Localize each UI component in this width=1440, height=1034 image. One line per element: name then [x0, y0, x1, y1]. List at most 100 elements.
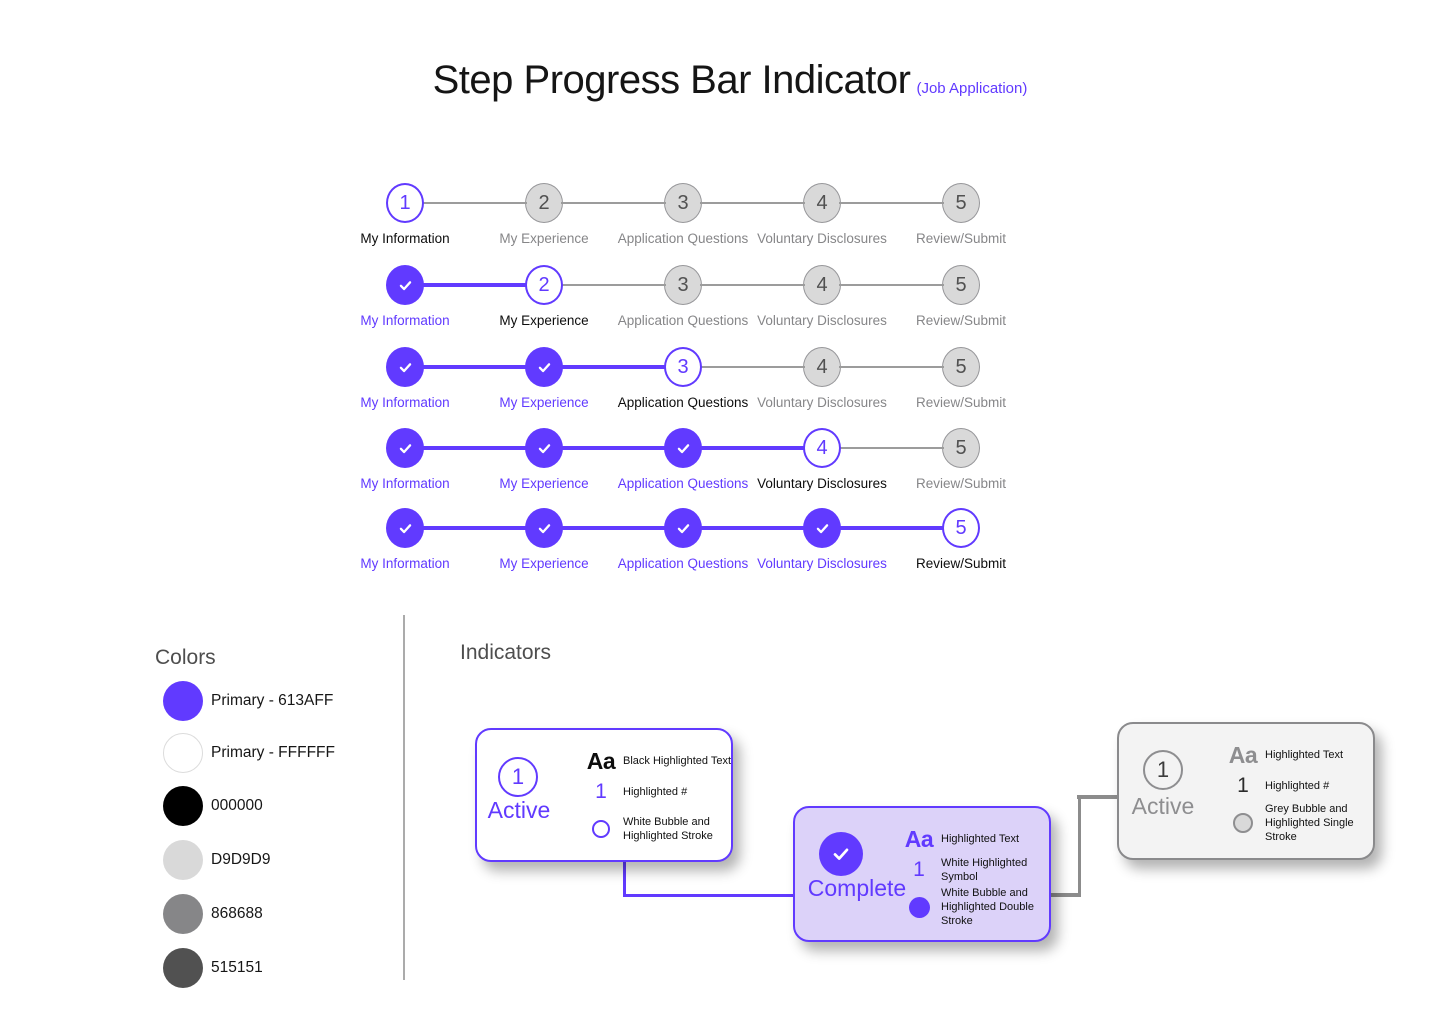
color-swatch [163, 948, 203, 988]
step-connector-complete [422, 365, 527, 369]
step-bubble-upcoming: 4 [803, 265, 841, 305]
step-bubble-upcoming: 2 [525, 183, 563, 223]
color-swatch [163, 840, 203, 880]
step-bubble-complete [803, 508, 841, 548]
complete-step-bubble [819, 832, 863, 876]
step-bubble-complete [386, 428, 424, 468]
step-label: My Information [360, 476, 450, 491]
step-connector-complete [561, 526, 666, 530]
progress-row-4: My Information My Experience Application Q… [345, 428, 1045, 502]
step-label: Application Questions [617, 476, 749, 491]
step-bubble-upcoming: 5 [942, 265, 980, 305]
step-bubble-complete [386, 265, 424, 305]
indicators-heading: Indicators [460, 641, 552, 664]
step-connector-upcoming [422, 202, 527, 204]
step-label: My Experience [499, 313, 589, 328]
step-bubble-active: 3 [664, 347, 702, 387]
color-swatch [163, 733, 203, 773]
grey-step-number: 1 [1156, 757, 1170, 782]
color-swatch-label: D9D9D9 [211, 851, 271, 868]
legend-text: Highlighted Text [1265, 748, 1344, 761]
step-connector-upcoming [700, 284, 805, 286]
legend-row: White Bubble and Highlighted Double Stro… [899, 884, 1051, 930]
step-connector-complete [422, 446, 527, 450]
check-icon [677, 523, 689, 533]
step-bubble-complete [664, 428, 702, 468]
step-bubble-upcoming: 5 [942, 347, 980, 387]
step-connector-upcoming [839, 447, 944, 449]
number-sample-purple: 1 [595, 780, 607, 803]
step-connector-upcoming [700, 202, 805, 204]
step-connector-complete [561, 365, 666, 369]
check-icon [399, 280, 411, 290]
step-bubble-active: 4 [803, 428, 841, 468]
step-bubble-complete [525, 508, 563, 548]
white-bubble-icon [592, 820, 610, 838]
color-swatch-label: 515151 [211, 959, 263, 976]
check-icon [399, 523, 411, 533]
grey-bubble-icon [1233, 813, 1253, 833]
step-label: Application Questions [617, 395, 749, 410]
color-swatch-label: Primary - 613AFF [211, 692, 334, 709]
active-state-label: Active [487, 797, 551, 823]
active-step-number: 1 [511, 764, 525, 789]
step-label: Review/Submit [915, 556, 1007, 571]
step-connector-upcoming [700, 366, 805, 368]
step-connector-upcoming [839, 366, 944, 368]
step-label: Voluntary Disclosures [757, 231, 887, 246]
step-bubble-upcoming: 4 [803, 183, 841, 223]
complete-to-grey-connector-horizontal-low [1050, 893, 1081, 897]
step-label: Review/Submit [915, 231, 1007, 246]
step-label: My Information [360, 556, 450, 571]
step-label: Review/Submit [915, 313, 1007, 328]
aa-sample-grey: Aa [1228, 741, 1258, 768]
page-subtitle: (Job Application) [916, 80, 1028, 97]
legend-row: Aa Black Highlighted Text [581, 746, 733, 776]
active-to-complete-connector-horizontal [623, 894, 795, 897]
page-title: Step Progress Bar Indicator [432, 58, 911, 102]
indicator-card-complete: Complete Aa Highlighted Text 1 White Hig… [793, 806, 1051, 942]
step-connector-complete [700, 446, 805, 450]
step-bubble-complete [664, 508, 702, 548]
number-sample-purple: 1 [913, 858, 925, 881]
step-label: My Experience [499, 476, 589, 491]
step-connector-complete [422, 283, 527, 287]
step-bubble-active: 5 [942, 508, 980, 548]
legend-text: White Bubble and Highlighted Stroke [623, 815, 713, 842]
legend-row: 1 Highlighted # [1223, 772, 1375, 800]
check-icon [833, 848, 849, 860]
step-label: My Information [360, 231, 450, 246]
step-label: Application Questions [617, 231, 749, 246]
legend-row: Aa Highlighted Text [899, 824, 1051, 854]
legend-text: Grey Bubble and Highlighted Single Strok… [1265, 802, 1354, 844]
color-swatch-label: Primary - FFFFFF [211, 744, 335, 761]
legend-row: Aa Highlighted Text [1223, 740, 1375, 770]
complete-to-grey-connector-vertical [1077, 795, 1081, 896]
legend-row: 1 White Highlighted Symbol [899, 856, 1051, 884]
grey-state-label: Active [1131, 793, 1195, 819]
legend-row: 1 Highlighted # [581, 778, 733, 806]
step-label: My Information [360, 313, 450, 328]
check-icon [399, 443, 411, 453]
step-bubble-active: 1 [386, 183, 424, 223]
check-icon [538, 362, 550, 372]
step-bubble-upcoming: 4 [803, 347, 841, 387]
filled-bubble-icon [908, 896, 930, 918]
step-bubble-complete [525, 347, 563, 387]
step-label: Voluntary Disclosures [757, 476, 887, 491]
step-label: My Experience [499, 556, 589, 571]
step-connector-complete [561, 446, 666, 450]
legend-text: Highlighted # [1265, 779, 1330, 792]
page-title-group: Step Progress Bar Indicator (Job Applicat… [0, 58, 1440, 103]
complete-to-grey-connector-horizontal-high [1077, 795, 1119, 799]
step-connector-upcoming [839, 284, 944, 286]
step-label: My Experience [499, 231, 589, 246]
step-connector-upcoming [561, 202, 666, 204]
color-swatch [163, 786, 203, 826]
check-icon [816, 523, 828, 533]
step-bubble-upcoming: 5 [942, 428, 980, 468]
color-swatch-label: 000000 [211, 797, 263, 814]
step-connector-complete [839, 526, 944, 530]
aa-sample-purple: Aa [904, 825, 934, 852]
